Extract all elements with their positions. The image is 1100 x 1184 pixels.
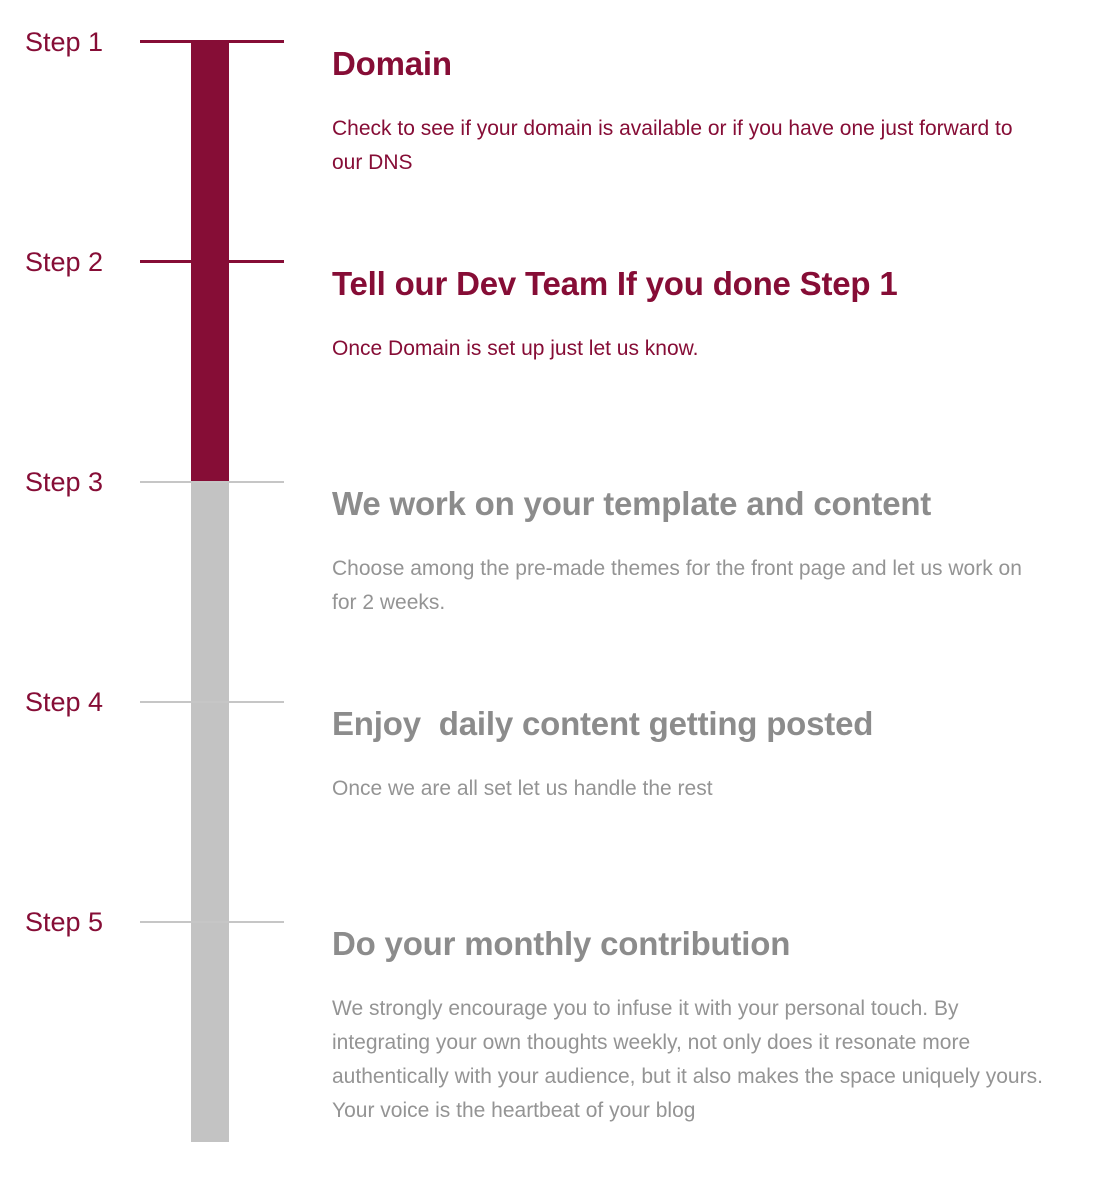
step-title: Enjoy daily content getting posted bbox=[332, 705, 874, 743]
step-description: Choose among the pre-made themes for the… bbox=[332, 557, 1022, 614]
step-title: We work on your template and content bbox=[332, 485, 932, 523]
step-title: Tell our Dev Team If you done Step 1 bbox=[332, 265, 898, 303]
step-label: Step 4 bbox=[25, 687, 104, 717]
step-description: Once we are all set let us handle the re… bbox=[332, 777, 713, 800]
step-label: Step 5 bbox=[25, 907, 104, 937]
step-label: Step 3 bbox=[25, 467, 104, 497]
step-description: Check to see if your domain is available… bbox=[332, 117, 1013, 174]
step-title: Domain bbox=[332, 45, 452, 83]
timeline-bar bbox=[191, 42, 229, 1142]
connector-line bbox=[140, 40, 284, 43]
step-label: Step 2 bbox=[25, 247, 104, 277]
connector-line bbox=[140, 921, 284, 923]
connector-line bbox=[140, 701, 284, 703]
timeline-bar-remaining-segment bbox=[191, 482, 229, 1142]
connector-line bbox=[140, 260, 284, 263]
step-title: Do your monthly contribution bbox=[332, 925, 791, 963]
step-label: Step 1 bbox=[25, 27, 104, 57]
step-description: Once Domain is set up just let us know. bbox=[332, 337, 699, 360]
connector-line bbox=[140, 481, 284, 483]
step-description: We strongly encourage you to infuse it w… bbox=[332, 997, 1043, 1122]
